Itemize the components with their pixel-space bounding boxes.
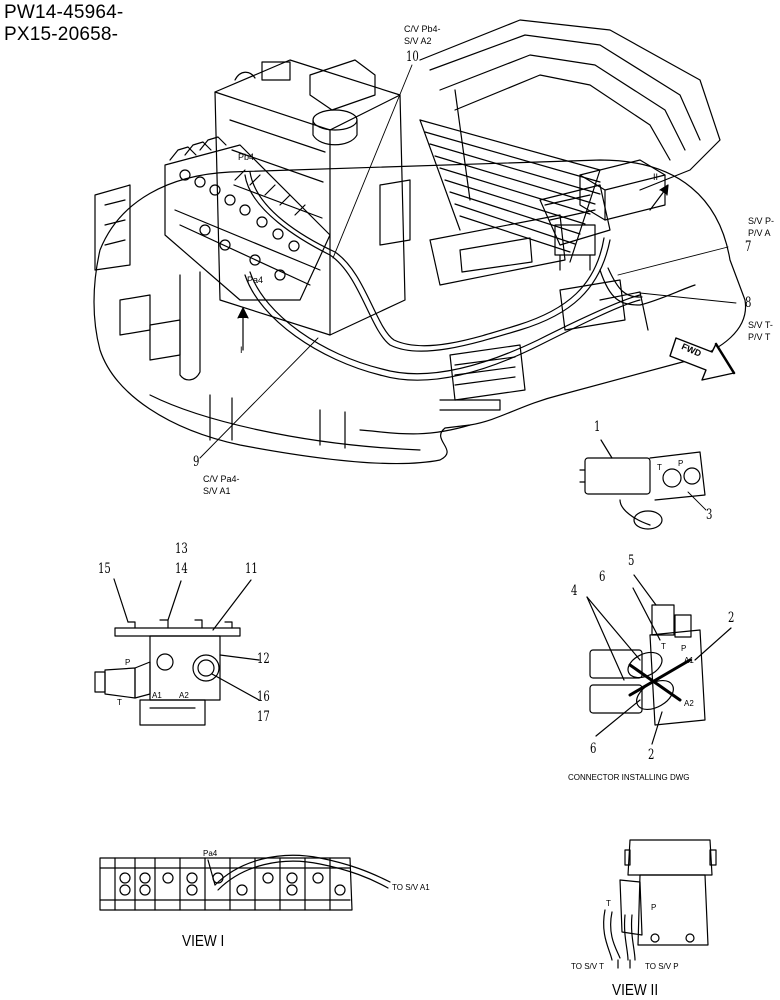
caption-to-sv-a1: TO S/V A1	[392, 883, 430, 892]
control-valve-bank	[164, 136, 331, 301]
block-port-t: T	[117, 698, 122, 707]
connector-port-t: T	[661, 642, 666, 651]
solenoid-valve-detail	[579, 439, 706, 530]
detail1-port-p: P	[678, 459, 684, 468]
part-number-5: 5	[628, 553, 635, 569]
view-ii-port-p: P	[651, 903, 657, 912]
view-i-marker: I	[240, 345, 243, 355]
callout-sv-p-pv-a-line1: S/V P-	[748, 216, 775, 226]
view-ii-pilot-valve	[603, 839, 717, 969]
callout-cv-pb4-sv-a2-line2: S/V A2	[404, 36, 432, 46]
connector-port-a2: A2	[684, 699, 694, 708]
part-number-15: 15	[98, 561, 111, 577]
callout-cv-pb4-sv-a2-line1: C/V Pb4-	[404, 24, 441, 34]
connector-port-p: P	[681, 644, 687, 653]
part-number-9: 9	[193, 454, 200, 470]
block-port-a1: A1	[152, 691, 162, 700]
block-port-p: P	[125, 658, 131, 667]
solenoid-block-detail	[94, 578, 260, 726]
part-number-12: 12	[257, 651, 270, 667]
caption-to-sv-p: TO S/V P	[645, 962, 679, 971]
block-port-a2: A2	[179, 691, 189, 700]
caption-to-sv-t: TO S/V T	[571, 962, 605, 971]
callout-sv-p-pv-a-line2: P/V A	[748, 228, 771, 238]
port-label-pb4: Pb4	[238, 152, 255, 162]
port-label-pa4: Pa4	[247, 275, 264, 285]
part-number-13: 13	[175, 541, 188, 557]
view-ii-marker: II	[653, 172, 659, 182]
leader-lines	[199, 64, 737, 511]
part-number-6-bottom: 6	[590, 741, 597, 757]
part-number-7: 7	[745, 239, 752, 255]
view-ii-port-t: T	[606, 899, 611, 908]
pilot-hoses	[244, 171, 696, 381]
view-i-title: VIEW I	[182, 933, 225, 950]
callout-cv-pa4-sv-a1-line1: C/V Pa4-	[203, 474, 240, 484]
part-number-8: 8	[745, 295, 752, 311]
part-number-11: 11	[245, 561, 258, 577]
view-ii-arrow-icon	[649, 184, 669, 211]
view-ii-title: VIEW II	[612, 982, 659, 999]
part-number-2-top: 2	[728, 610, 735, 626]
fwd-arrow-icon	[669, 337, 736, 381]
part-number-14: 14	[175, 561, 188, 577]
callout-sv-t-pv-t-line1: S/V T-	[748, 320, 773, 330]
callout-sv-t-pv-t-line2: P/V T	[748, 332, 771, 342]
part-number-1: 1	[594, 419, 601, 435]
caption-connector-installing: CONNECTOR INSTALLING DWG	[568, 773, 690, 782]
part-number-6-top: 6	[599, 569, 606, 585]
serial-range-1: PW14-45964-	[4, 2, 124, 23]
callout-cv-pa4-sv-a1-line2: S/V A1	[203, 486, 231, 496]
upper-frame-assembly	[93, 19, 747, 465]
view-i-valve-bank	[99, 854, 391, 911]
connector-installing-drawing	[586, 574, 732, 745]
part-number-2-bottom: 2	[648, 747, 655, 763]
part-number-3: 3	[706, 507, 713, 523]
part-number-17: 17	[257, 709, 270, 725]
part-number-10: 10	[406, 49, 419, 65]
part-number-16: 16	[257, 689, 270, 705]
connector-port-a1: A1	[684, 656, 694, 665]
part-number-4: 4	[571, 583, 578, 599]
serial-range-2: PX15-20658-	[4, 24, 119, 45]
detail1-port-t: T	[657, 463, 662, 472]
view-direction-arrow-icon	[237, 307, 249, 351]
view-i-port-pa4: Pa4	[203, 849, 218, 858]
